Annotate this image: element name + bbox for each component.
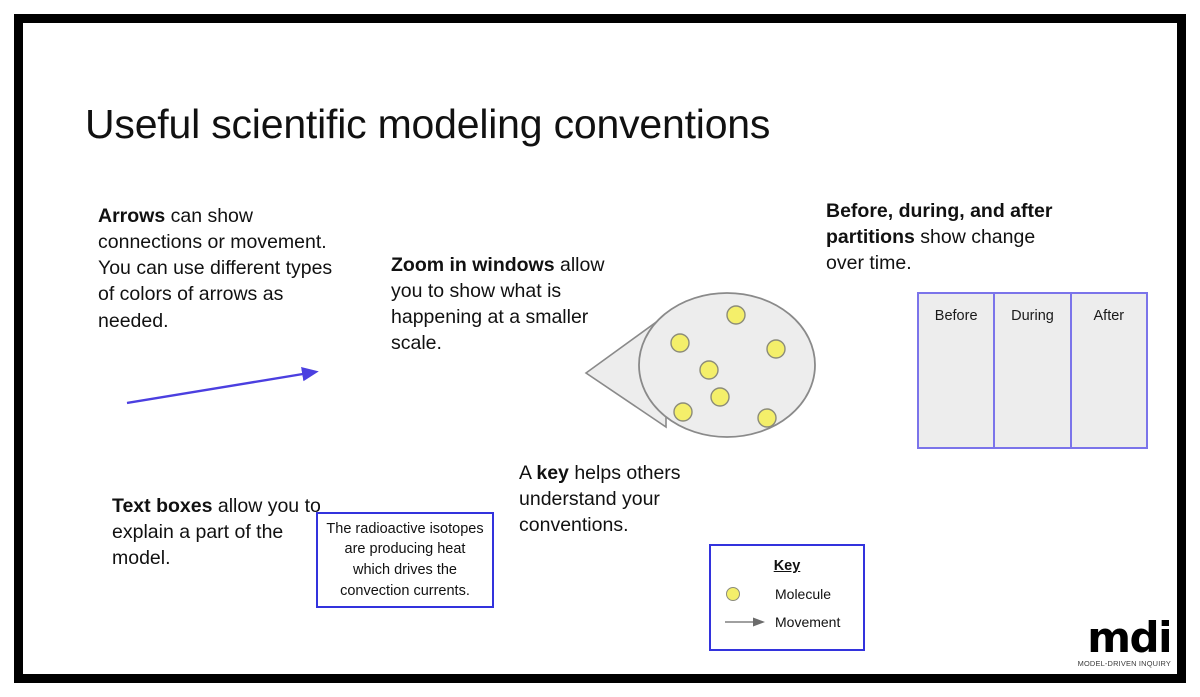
zoom-ellipse <box>638 292 816 438</box>
callout-key-lead: key <box>536 462 569 484</box>
key-legend-box: Key Molecule Movement <box>709 544 865 651</box>
molecule-dot-icon <box>726 305 746 325</box>
molecule-dot-icon <box>670 333 690 353</box>
annotation-text: The radioactive isotopes are producing h… <box>326 520 484 599</box>
molecule-dot-icon <box>673 402 693 422</box>
molecule-group <box>670 305 786 428</box>
partition-label-during: During <box>1011 308 1054 324</box>
molecule-dot-icon <box>699 360 719 380</box>
key-label-molecule: Molecule <box>775 586 832 602</box>
partition-label-after: After <box>1093 308 1125 324</box>
molecule-dot-icon <box>710 387 730 407</box>
key-label-movement: Movement <box>775 614 841 630</box>
callout-zoom-rest: allow you to show what is happening at a… <box>391 254 605 355</box>
key-title: Key <box>773 558 801 574</box>
movement-arrow-icon <box>723 616 775 628</box>
molecule-dot-icon <box>766 339 786 359</box>
partition-cell-before: Before <box>919 294 996 447</box>
partition-cell-after: After <box>1071 294 1146 447</box>
callout-key: A key helps others understand your conve… <box>519 460 724 538</box>
key-row-molecule: Molecule <box>711 586 863 602</box>
partition-cell-during: During <box>995 294 1072 447</box>
callout-textbox-lead: Text boxes <box>112 495 213 517</box>
slide-canvas: Useful scientific modeling conventions A… <box>23 23 1177 674</box>
mdi-tagline: MODEL-DRIVEN INQUIRY <box>1077 658 1171 668</box>
callout-key-pre: A <box>519 462 537 484</box>
callout-arrows-rest: can show connections or movement. You ca… <box>98 205 333 332</box>
callout-zoom-window: Zoom in windows allow you to show what i… <box>391 252 633 357</box>
callout-textbox-rest: allow you to explain a part of the model… <box>112 495 321 570</box>
molecule-dot-icon <box>757 408 777 428</box>
callout-key-rest: helps others understand your conventions… <box>519 462 681 537</box>
arrow-right-icon <box>126 367 319 405</box>
callout-partitions: Before, during, and after partitions sho… <box>826 198 1064 276</box>
annotation-text-box: The radioactive isotopes are producing h… <box>316 512 494 608</box>
partition-table: Before During After <box>917 292 1148 449</box>
callout-zoom-lead: Zoom in windows <box>391 254 555 276</box>
callout-partitions-lead: Before, during, and after partitions <box>826 200 1053 249</box>
mdi-logo: mdi MODEL-DRIVEN INQUIRY <box>1053 613 1173 674</box>
page-title: Useful scientific modeling conventions <box>85 101 771 147</box>
key-row-movement: Movement <box>711 614 863 630</box>
callout-partitions-rest: show change over time. <box>826 226 1036 275</box>
partition-label-before: Before <box>934 308 978 324</box>
callout-arrows: Arrows can show connections or movement.… <box>98 203 350 334</box>
callout-text-boxes: Text boxes allow you to explain a part o… <box>112 493 324 571</box>
zoom-window-graphic <box>584 292 816 438</box>
slide-frame: Useful scientific modeling conventions A… <box>14 14 1186 683</box>
molecule-dot-icon <box>723 587 775 601</box>
callout-arrows-lead: Arrows <box>98 205 166 227</box>
mdi-wordmark: mdi <box>1087 613 1172 662</box>
